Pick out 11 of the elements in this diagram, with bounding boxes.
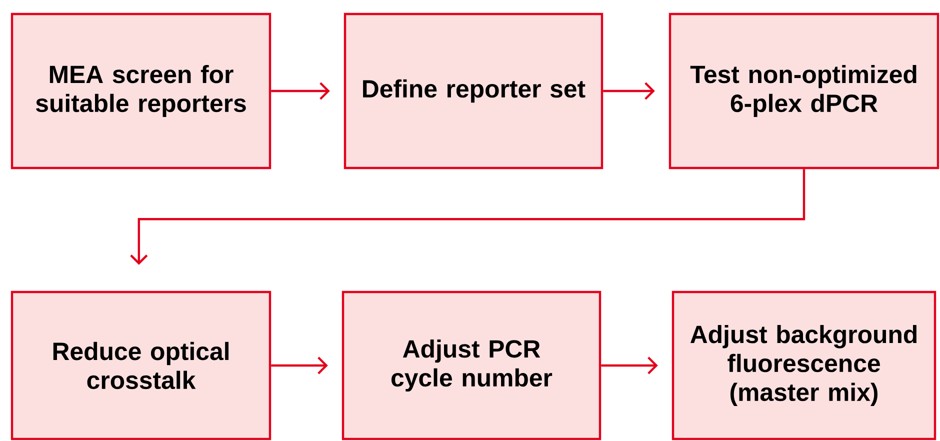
- process-box: Define reporter set: [344, 12, 604, 170]
- arrow: [130, 169, 806, 265]
- process-box: Adjust PCR cycle number: [342, 290, 602, 440]
- arrow: [271, 82, 330, 100]
- arrow: [603, 82, 655, 100]
- process-box: Adjust background fluorescence (master mix): [672, 290, 936, 440]
- process-box: Reduce optical crosstalk: [10, 290, 272, 440]
- arrow: [271, 356, 328, 374]
- process-box: Test non-optimized 6-plex dPCR: [668, 12, 940, 170]
- arrow: [601, 356, 658, 374]
- process-box: MEA screen for suitable reporters: [10, 12, 272, 170]
